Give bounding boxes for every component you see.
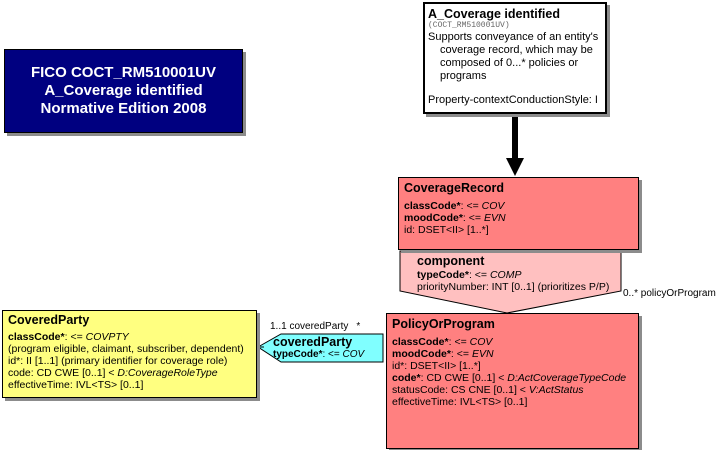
entry-point-box: A_Coverage identified (COCT_RM510001UV) …	[423, 2, 607, 114]
title-line-2: A_Coverage identified	[44, 82, 203, 99]
covered-party-relationship: coveredParty typeCode*: <= COV	[273, 335, 365, 361]
classcode-value: COV	[481, 200, 505, 212]
entry-point-name: A_Coverage identified	[428, 7, 560, 21]
covered-party-id: id*: II [1..1] (primary identifier for c…	[8, 355, 228, 367]
moodcode-label: moodCode	[404, 212, 459, 224]
moodcode-value: EVN	[471, 348, 494, 360]
classcode-value: COV	[469, 336, 493, 348]
component-typecode: typeCode*: <= COMP	[417, 269, 522, 281]
classcode-value: COVPTY	[85, 331, 129, 343]
pop-id: id*: DSET<II> [1..*]	[392, 360, 481, 372]
pop-classcode: classCode*: <= COV	[392, 336, 493, 348]
moodcode-label: moodCode	[392, 348, 447, 360]
covered-party-code: code: CD CWE [0..1] < D:CoverageRoleType	[8, 367, 256, 379]
covered-party-typecode: typeCode*: <= COV	[273, 349, 365, 360]
code-prefix: code: CD CWE [0..1] <	[8, 367, 118, 379]
covered-party-classcode: classCode*: <= COVPTY	[8, 331, 129, 343]
typecode-label: typeCode	[273, 349, 319, 360]
pop-status: statusCode: CS CNE [0..1] < V:ActStatus	[392, 384, 638, 396]
status-domain: V:ActStatus	[528, 384, 584, 396]
entry-desc-line: programs	[440, 70, 487, 82]
pop-moodcode: moodCode*: <= EVN	[392, 348, 494, 360]
component-priority: priorityNumber: INT [0..1] (prioritizes …	[417, 281, 610, 293]
covered-party-mult-text: 1..1 coveredParty	[270, 321, 349, 332]
coverage-record-name: CoverageRecord	[404, 181, 505, 195]
code-label: code	[392, 372, 417, 384]
component-shape	[399, 250, 622, 314]
covered-party-rel-name: coveredParty	[273, 335, 353, 349]
component-multiplicity: 0..* policyOrProgram	[623, 288, 716, 299]
entry-point-description: Supports conveyance of an entity's cover…	[428, 31, 605, 83]
entry-desc-line: composed of 0...* policies or	[440, 57, 579, 69]
entry-desc-line: Supports conveyance of an entity's	[428, 31, 599, 43]
covered-party-name: CoveredParty	[8, 313, 90, 327]
typecode-value: COMP	[489, 269, 522, 281]
covered-party-multiplicity: 1..1 coveredParty *	[270, 321, 360, 333]
typecode-value: COV	[342, 349, 365, 360]
coverage-record-class: CoverageRecord classCode*: <= COV moodCo…	[398, 177, 639, 250]
coverage-record-moodcode: moodCode*: <= EVN	[404, 212, 506, 224]
covered-party-class: CoveredParty classCode*: <= COVPTY (prog…	[2, 310, 257, 398]
coverage-record-classcode: classCode*: <= COV	[404, 200, 505, 212]
pop-effective: effectiveTime: IVL<TS> [0..1]	[392, 396, 528, 408]
covered-party-classcode-note: (program eligible, claimant, subscriber,…	[8, 343, 244, 355]
classcode-label: classCode	[8, 331, 61, 343]
classcode-label: classCode	[404, 200, 457, 212]
covered-party-star: *	[356, 321, 361, 332]
entry-point-style: Property-contextConductionStyle: I	[428, 94, 598, 106]
code-domain: D:CoverageRoleType	[117, 367, 218, 379]
coverage-record-id: id: DSET<II> [1..*]	[404, 224, 489, 236]
classcode-label: classCode	[392, 336, 445, 348]
covered-party-rel-shape	[257, 333, 384, 363]
policy-or-program-class: PolicyOrProgram classCode*: <= COV moodC…	[386, 313, 639, 449]
entry-point-code: (COCT_RM510001UV)	[428, 21, 510, 30]
component-relationship: component typeCode*: <= COMP priorityNum…	[417, 254, 609, 293]
moodcode-value: EVN	[483, 212, 506, 224]
typecode-label: typeCode	[417, 269, 465, 281]
entry-desc-line: coverage record, which may be	[440, 44, 593, 56]
code-type: : CD CWE [0..1] <	[420, 372, 508, 384]
code-domain: D:ActCoverageTypeCode	[507, 372, 627, 384]
pop-code: code*: CD CWE [0..1] < D:ActCoverageType…	[392, 372, 627, 384]
status-label: statusCode: CS CNE [0..1] <	[392, 384, 529, 396]
component-name: component	[417, 254, 485, 268]
diagram-title: FICO COCT_RM510001UV A_Coverage identifi…	[4, 49, 243, 133]
entry-arrow-head	[506, 158, 524, 176]
policy-or-program-name: PolicyOrProgram	[392, 317, 495, 331]
covered-party-effective: effectiveTime: IVL<TS> [0..1]	[8, 379, 144, 391]
title-line-3: Normative Edition 2008	[40, 100, 207, 117]
title-line-1: FICO COCT_RM510001UV	[30, 64, 217, 81]
